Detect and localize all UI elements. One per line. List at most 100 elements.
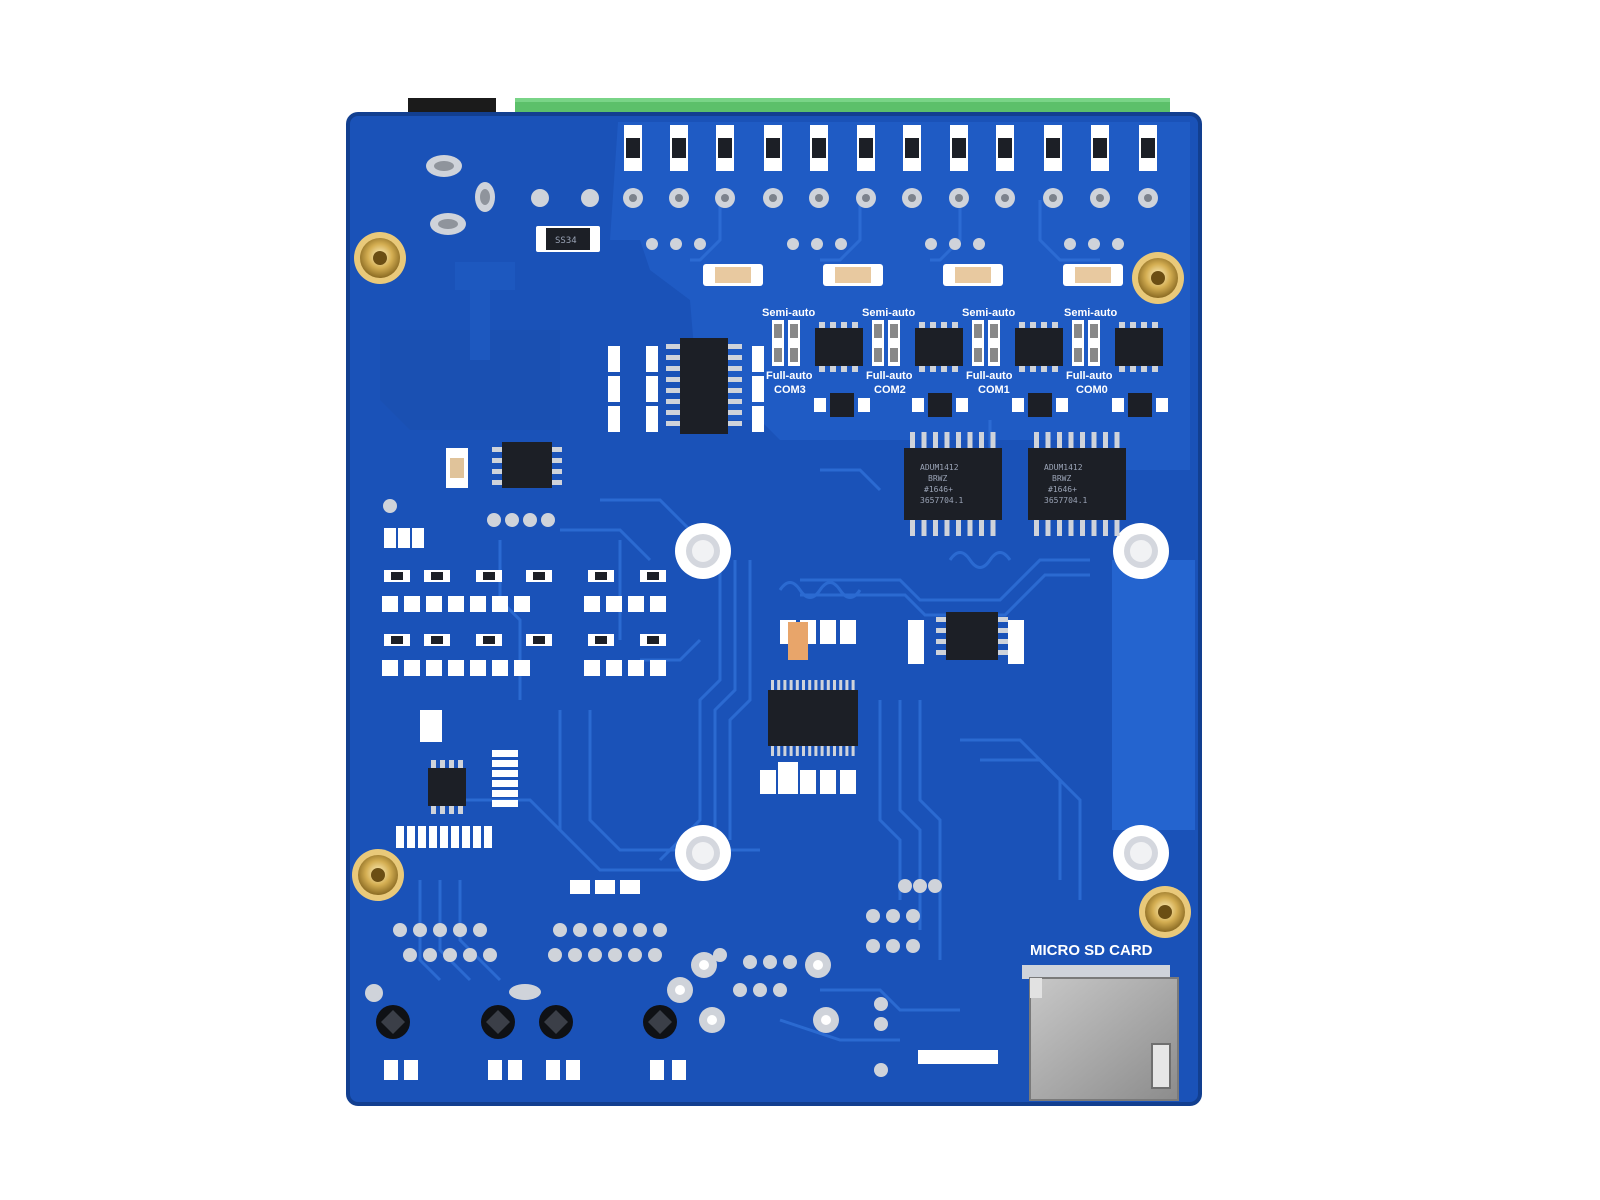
smd-pad	[584, 660, 600, 676]
smd-pad	[1008, 640, 1024, 664]
isolator-pins	[910, 432, 1120, 536]
resistor-body	[533, 636, 545, 644]
via-hole	[1144, 194, 1152, 202]
micro-sd-card-label: MICRO SD CARD	[1030, 942, 1153, 959]
smd-resistor-array	[451, 826, 459, 848]
via-pad	[928, 879, 942, 893]
chip-pin	[952, 322, 958, 328]
smd-pad	[650, 596, 666, 612]
smd-resistor-array	[484, 826, 492, 848]
chip-pin	[1091, 432, 1097, 448]
smd-pad	[800, 770, 816, 794]
smd-pad	[570, 880, 590, 894]
resistor-body	[391, 572, 403, 580]
smd-pad	[398, 528, 410, 548]
chip-pin	[845, 746, 849, 756]
chip-pin	[728, 388, 742, 393]
via-pad	[787, 238, 799, 250]
smd-pad	[384, 528, 396, 548]
chip-pin	[979, 520, 984, 536]
com-label-com1: COM1	[978, 384, 1010, 396]
large-via-hole	[675, 985, 685, 995]
chip-pin	[1130, 366, 1136, 372]
chip-pin	[998, 617, 1008, 622]
via-hole	[1049, 194, 1057, 202]
resistor-body	[483, 572, 495, 580]
chip-pin	[1019, 322, 1025, 328]
chip-pin	[910, 432, 915, 448]
smd-cap	[778, 762, 798, 794]
chip-pin	[431, 760, 436, 768]
chip-pin	[820, 746, 824, 756]
smd-pad	[382, 660, 398, 676]
mounting-hole-right-top	[1113, 523, 1169, 579]
smd-pad	[404, 1060, 418, 1080]
full-auto-label-com1: Full-auto	[966, 370, 1013, 382]
chip-pin	[802, 680, 805, 690]
channel-2: Semi-auto Full-auto COM2	[862, 307, 963, 396]
sot23-body	[928, 393, 952, 417]
chip-pin	[1034, 520, 1039, 536]
chip-pin	[952, 366, 958, 372]
top-via-rows	[623, 188, 1158, 250]
resistor-body	[595, 636, 607, 644]
chip-pin	[431, 806, 436, 814]
chip-pin	[919, 366, 925, 372]
chip-pin	[1019, 366, 1025, 372]
chip-pin	[728, 366, 742, 371]
chip-pin	[819, 366, 825, 372]
smd-pad	[470, 660, 486, 676]
smd-pad	[514, 660, 530, 676]
chip-pin	[1152, 366, 1158, 372]
smd-pad	[908, 640, 924, 664]
via-hole	[815, 194, 823, 202]
soic-chip-upper	[680, 338, 728, 434]
isolator-chip-2: ADUM1412 BRWZ #1646+ 3657704.1	[1028, 448, 1126, 520]
transceiver-chip-pins	[819, 322, 1158, 372]
bottom-via-field	[384, 879, 998, 1080]
smd-pad	[606, 660, 622, 676]
via-pad	[483, 948, 497, 962]
chip-pin	[845, 680, 849, 690]
chip-pin	[1041, 322, 1047, 328]
chip-pin	[944, 520, 950, 536]
chip-pin	[930, 322, 936, 328]
chip-pin	[449, 806, 454, 814]
resistor-body	[431, 572, 443, 580]
via-hole	[675, 194, 683, 202]
smd-pad	[760, 770, 776, 794]
chip-pin	[819, 322, 825, 328]
smd-resistor-array	[492, 760, 518, 767]
mounting-hole-right-bottom	[1113, 825, 1169, 881]
chip-pin	[826, 746, 830, 756]
resistor-body	[647, 636, 659, 644]
via-pad	[906, 939, 920, 953]
chip-pin	[1114, 520, 1120, 536]
chip-pin	[826, 680, 830, 690]
via-pad	[523, 513, 537, 527]
chip-pin	[841, 366, 847, 372]
isolator-chip-1: ADUM1412 BRWZ #1646+ 3657704.1	[904, 448, 1002, 520]
full-auto-label-com3: Full-auto	[766, 370, 813, 382]
via-pad	[473, 923, 487, 937]
chip-pin	[666, 421, 680, 426]
via-pad	[593, 923, 607, 937]
smd-pad	[820, 770, 836, 794]
chip-pin	[666, 410, 680, 415]
smd-pad	[646, 376, 658, 402]
chip-pin	[1057, 432, 1062, 448]
via-pad	[393, 923, 407, 937]
chip-pin	[783, 746, 787, 756]
jumper-body	[672, 138, 686, 158]
chip-pin	[1041, 366, 1047, 372]
tssop-chip-center	[768, 690, 858, 746]
smd-pad	[672, 1060, 686, 1080]
chip-pin	[552, 458, 562, 463]
chip-pin	[930, 366, 936, 372]
mounting-hole-center-top	[675, 523, 731, 579]
large-via-hole	[699, 960, 709, 970]
chip-pin	[728, 377, 742, 382]
com-label-com3: COM3	[774, 384, 806, 396]
smd-pad	[595, 880, 615, 894]
